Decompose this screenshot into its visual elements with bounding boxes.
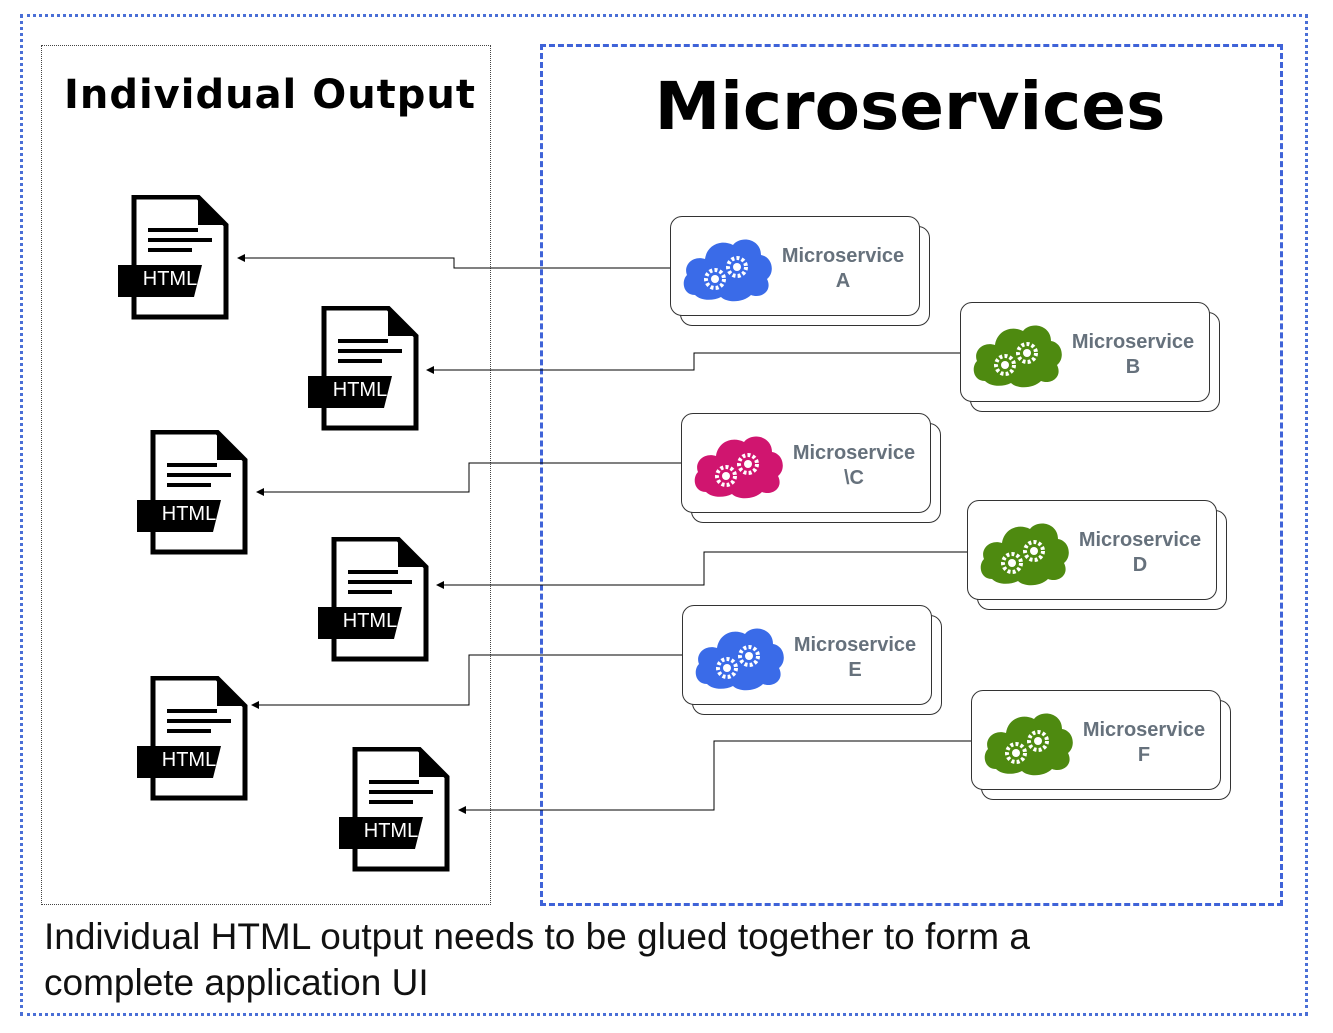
microservice-card-a[interactable]: Microservice A [670, 216, 932, 328]
html-document-3: HTML [137, 430, 249, 556]
html-label: HTML [161, 503, 217, 525]
cloud-gears-icon [694, 436, 783, 499]
microservices-title: Microservices [654, 68, 1166, 145]
html-file-icon [308, 306, 419, 431]
html-document-5: HTML [137, 676, 249, 802]
microservice-name: Microservice [1078, 529, 1202, 551]
microservice-card-f[interactable]: Microservice F [971, 690, 1233, 802]
connector-c [256, 462, 681, 496]
card: Microservice E [682, 605, 932, 705]
html-label: HTML [332, 379, 388, 401]
card: Microservice F [971, 690, 1221, 790]
cloud-gears-icon [984, 713, 1073, 776]
microservice-id: A [835, 270, 851, 292]
microservice-name: Microservice [792, 442, 916, 464]
html-label: HTML [342, 610, 398, 632]
html-document-4: HTML [318, 537, 430, 663]
html-label: HTML [161, 749, 217, 771]
html-document-1: HTML [118, 195, 230, 321]
microservice-id: F [1137, 744, 1151, 766]
microservice-id: B [1125, 356, 1141, 378]
microservice-card-c[interactable]: Microservice \C [681, 413, 943, 525]
caption: Individual HTML output needs to be glued… [44, 916, 1030, 1003]
html-file-icon [137, 676, 248, 801]
connector-a [237, 254, 670, 269]
html-document-6: HTML [339, 747, 451, 873]
card: Microservice D [967, 500, 1217, 600]
html-file-icon [118, 195, 229, 320]
microservice-name: Microservice [793, 634, 917, 656]
connector-f [458, 740, 971, 814]
card: Microservice B [960, 302, 1210, 402]
card: Microservice \C [681, 413, 931, 513]
microservice-card-e[interactable]: Microservice E [682, 605, 944, 717]
cloud-gears-icon [695, 628, 784, 691]
cloud-gears-icon [683, 239, 772, 302]
individual-output-panel [41, 45, 491, 905]
microservice-card-d[interactable]: Microservice D [967, 500, 1229, 612]
microservice-id: E [848, 659, 862, 681]
html-file-icon [137, 430, 248, 555]
html-file-icon [339, 747, 450, 872]
html-label: HTML [363, 820, 419, 842]
cloud-gears-icon [980, 523, 1069, 586]
microservice-id: D [1132, 554, 1148, 576]
connector-b [426, 352, 960, 374]
microservice-card-b[interactable]: Microservice B [960, 302, 1222, 414]
cloud-gears-icon [973, 325, 1062, 388]
html-document-2: HTML [308, 306, 420, 432]
connector-d [436, 551, 967, 589]
html-label: HTML [142, 268, 198, 290]
individual-output-title: Individual Output [63, 72, 477, 118]
card: Microservice A [670, 216, 920, 316]
connector-e [251, 654, 682, 709]
microservice-name: Microservice [1071, 331, 1195, 353]
outer-frame [20, 14, 1308, 1016]
microservice-id: \C [844, 467, 864, 489]
html-file-icon [318, 537, 429, 662]
microservice-name: Microservice [781, 245, 905, 267]
microservices-panel [540, 44, 1283, 906]
microservice-name: Microservice [1082, 719, 1206, 741]
